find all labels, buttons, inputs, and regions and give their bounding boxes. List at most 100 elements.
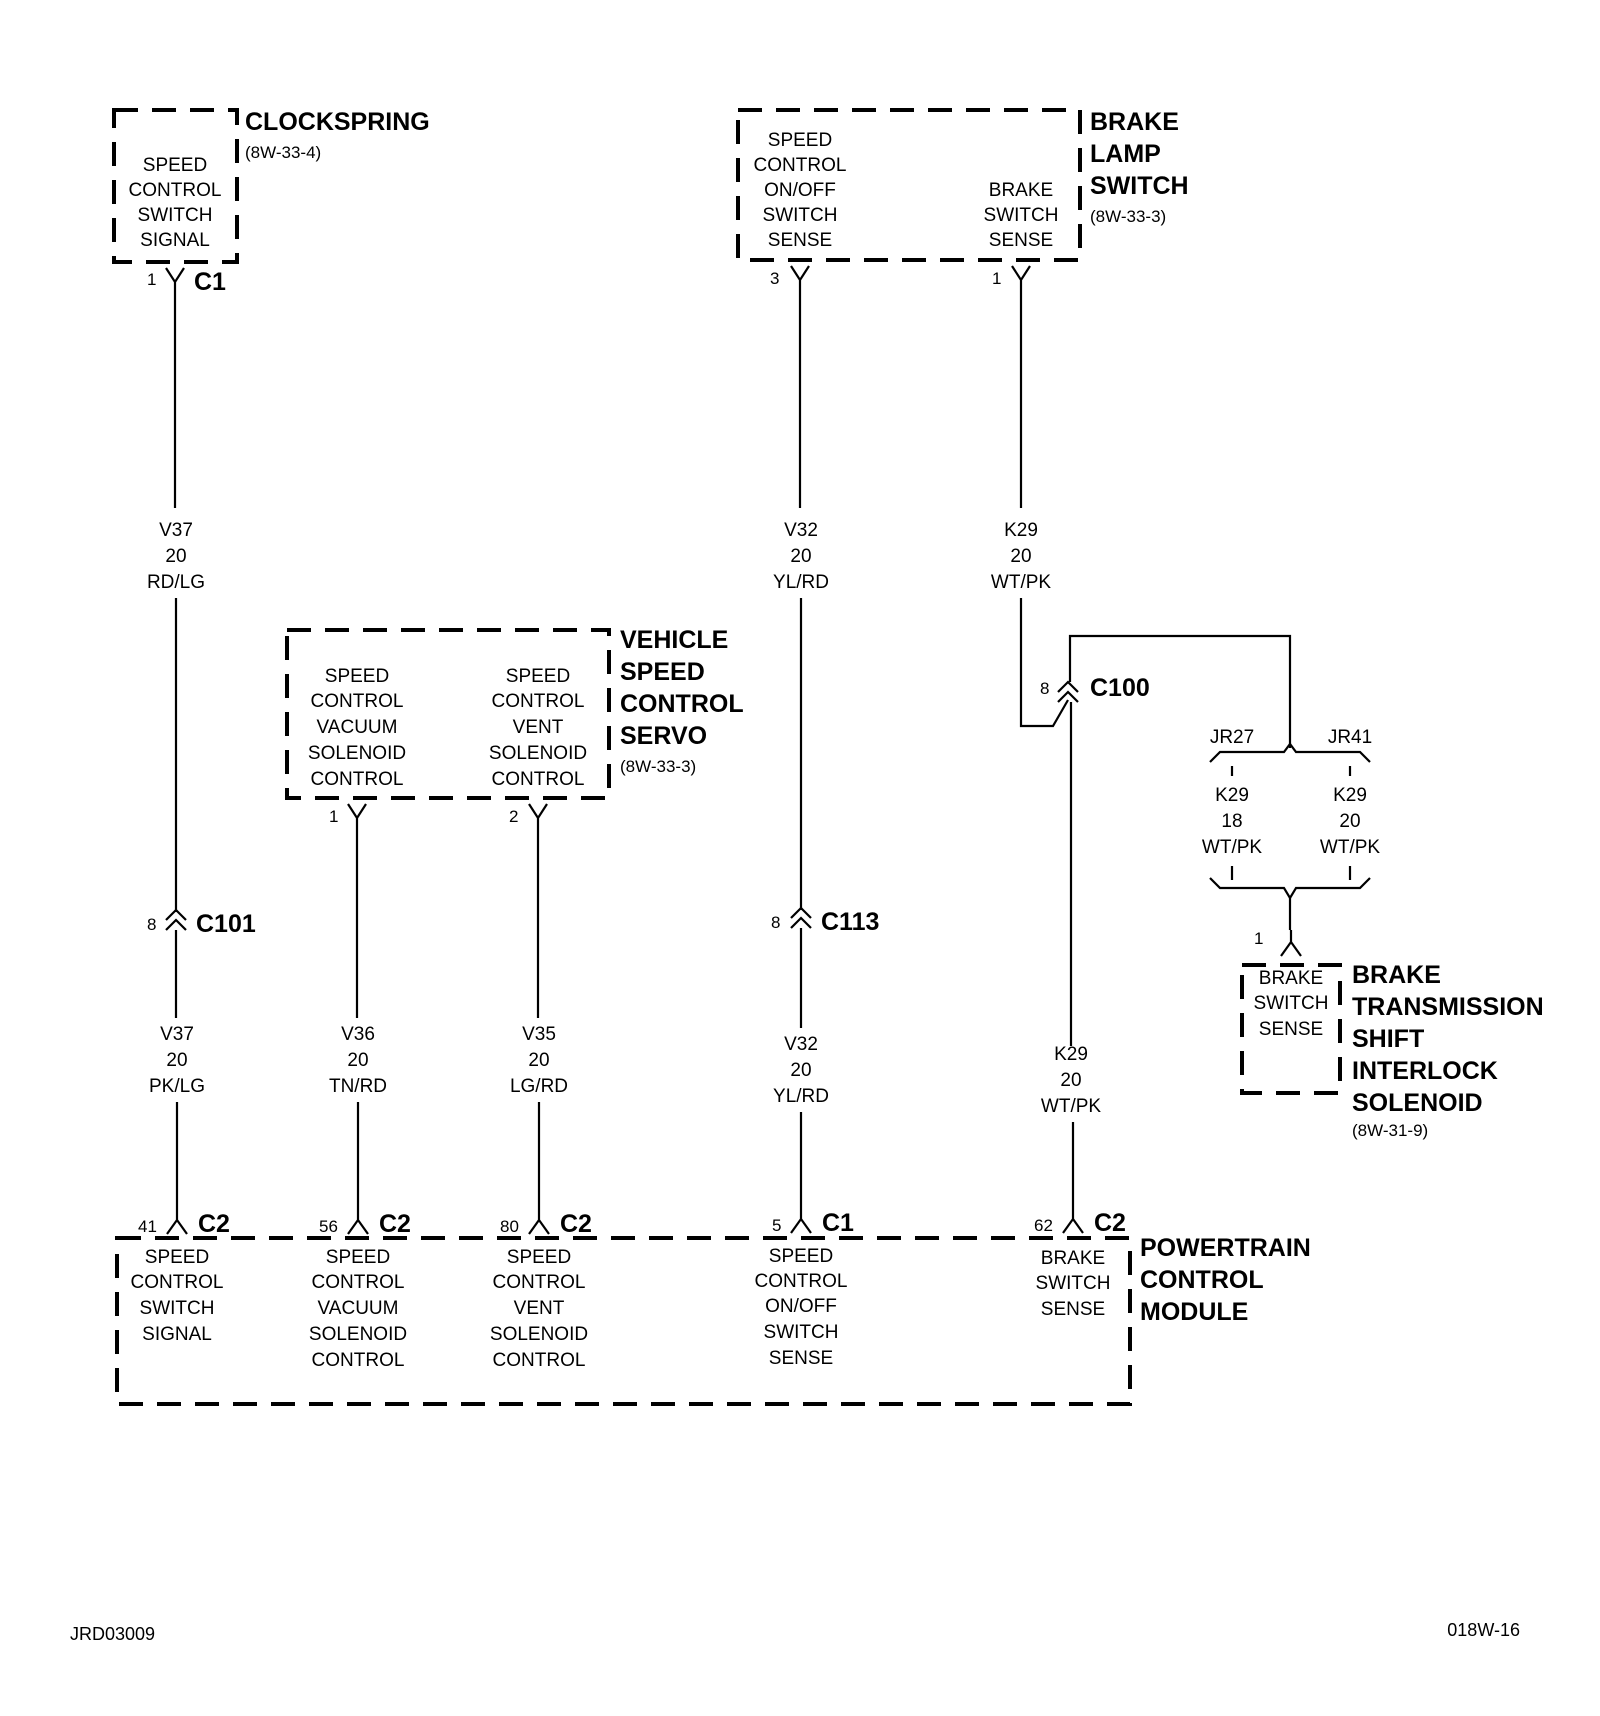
pcm-connector: C2 xyxy=(560,1210,592,1238)
servo-function-line: VENT xyxy=(513,717,564,738)
servo-function-line: CONTROL xyxy=(492,691,585,712)
brake-lamp-switch-ref: (8W-33-3) xyxy=(1090,207,1166,226)
wire-label: WT/PK xyxy=(1041,1096,1101,1117)
wire-label: V35 xyxy=(522,1024,556,1045)
pcm-function-line: SENSE xyxy=(1041,1299,1105,1320)
wire-label: 20 xyxy=(1010,546,1031,567)
bts-solenoid-pin: 1 xyxy=(1254,929,1263,948)
footer-left-code: JRD03009 xyxy=(70,1624,155,1644)
clockspring-function-line: SWITCH xyxy=(138,205,213,226)
pcm-terminal xyxy=(528,1210,550,1235)
pcm-function-line: CONTROL xyxy=(493,1272,586,1293)
wire-label: V37 xyxy=(160,1024,194,1045)
servo-function-line: SOLENOID xyxy=(308,743,406,764)
brake-lamp-switch-pin: 1 xyxy=(992,269,1001,288)
servo-title: VEHICLE xyxy=(620,626,728,654)
pcm-terminal xyxy=(1062,1209,1084,1234)
brake-lamp-switch-pin: 3 xyxy=(770,269,779,288)
wire-label: 20 xyxy=(1339,811,1360,832)
servo-title: SERVO xyxy=(620,722,707,750)
pcm-terminal xyxy=(790,1209,812,1234)
brake-lamp-switch-function-line: ON/OFF xyxy=(764,180,836,201)
pcm-terminal xyxy=(166,1210,188,1235)
clockspring-function-line: SIGNAL xyxy=(140,230,210,251)
c101-connector-symbol xyxy=(165,908,187,931)
pcm-terminal xyxy=(347,1210,369,1235)
brake-lamp-switch-function-line: SENSE xyxy=(989,230,1053,251)
brake-lamp-switch-title: SWITCH xyxy=(1090,172,1189,200)
bts-solenoid-title: SHIFT xyxy=(1352,1025,1424,1053)
wire-label: 18 xyxy=(1221,811,1242,832)
splice-bottom-bracket xyxy=(1209,877,1371,901)
wire-label: 20 xyxy=(790,546,811,567)
brake-lamp-switch-component: BRAKE LAMP SWITCH (8W-33-3) SPEED CONTRO… xyxy=(736,108,1189,288)
clockspring-function-line: SPEED xyxy=(143,155,207,176)
pcm-function-line: SWITCH xyxy=(140,1298,215,1319)
bts-solenoid-title: SOLENOID xyxy=(1352,1089,1483,1117)
bts-solenoid-title: INTERLOCK xyxy=(1352,1057,1498,1085)
clockspring-component: CLOCKSPRING (8W-33-4) SPEED CONTROL SWIT… xyxy=(112,108,430,296)
wire-label: WT/PK xyxy=(991,572,1051,593)
brake-lamp-switch-function-line: SWITCH xyxy=(984,205,1059,226)
c113-connector-symbol xyxy=(790,906,812,929)
brake-lamp-switch-function-line: SENSE xyxy=(768,230,832,251)
splice-jr27-jr41: JR27 JR41 K29 18 WT/PK K29 20 WT/PK xyxy=(1202,727,1380,930)
footer-right-code: 018W-16 xyxy=(1447,1620,1520,1640)
servo-terminal xyxy=(347,803,367,826)
wire-label: 20 xyxy=(347,1050,368,1071)
splice-left-label: JR27 xyxy=(1210,727,1254,748)
bts-solenoid-function-line: SWITCH xyxy=(1254,993,1329,1014)
servo-pin: 1 xyxy=(329,807,338,826)
pcm-function-line: SOLENOID xyxy=(309,1324,407,1345)
v37-circuit: V37 20 RD/LG 8 C101 V37 20 PK/LG xyxy=(147,290,256,1210)
servo-function-line: CONTROL xyxy=(492,769,585,790)
bts-solenoid-terminal xyxy=(1280,930,1302,957)
pcm-component: POWERTRAIN CONTROL MODULE SPEED CONTROL … xyxy=(115,1209,1311,1406)
pcm-function-line: SWITCH xyxy=(1036,1273,1111,1294)
v32-circuit: V32 20 YL/RD 8 C113 V32 20 YL/RD xyxy=(771,288,879,1209)
v35-circuit: V35 20 LG/RD xyxy=(510,826,568,1210)
wire-label: PK/LG xyxy=(149,1076,205,1097)
bts-solenoid-component: BRAKE TRANSMISSION SHIFT INTERLOCK SOLEN… xyxy=(1240,929,1544,1140)
c100-connector-symbol xyxy=(1057,680,1079,703)
bts-solenoid-title: TRANSMISSION xyxy=(1352,993,1544,1021)
brake-lamp-switch-title: BRAKE xyxy=(1090,108,1179,136)
wire-label: WT/PK xyxy=(1320,837,1380,858)
pcm-pin: 62 xyxy=(1034,1216,1053,1235)
wire-label: RD/LG xyxy=(147,572,205,593)
wire-label: V37 xyxy=(159,520,193,541)
bts-solenoid-title: BRAKE xyxy=(1352,961,1441,989)
pcm-title: POWERTRAIN xyxy=(1140,1234,1311,1262)
wire-label: YL/RD xyxy=(773,572,829,593)
clockspring-pin: 1 xyxy=(147,270,156,289)
servo-terminal xyxy=(528,803,548,826)
bts-solenoid-ref: (8W-31-9) xyxy=(1352,1121,1428,1140)
pcm-title: MODULE xyxy=(1140,1298,1248,1326)
pcm-connector: C2 xyxy=(198,1210,230,1238)
wire-label: 20 xyxy=(165,546,186,567)
pcm-function-line: VENT xyxy=(514,1298,565,1319)
v36-circuit: V36 20 TN/RD xyxy=(329,826,387,1210)
servo-title: SPEED xyxy=(620,658,705,686)
pcm-function-line: CONTROL xyxy=(755,1271,848,1292)
clockspring-terminal xyxy=(165,267,185,290)
wire-label: 20 xyxy=(528,1050,549,1071)
servo-function-line: SPEED xyxy=(506,666,570,687)
pcm-function-line: SWITCH xyxy=(764,1322,839,1343)
pcm-function-line: VACUUM xyxy=(318,1298,399,1319)
servo-function-line: SOLENOID xyxy=(489,743,587,764)
pcm-function-line: ON/OFF xyxy=(765,1296,837,1317)
pcm-function-line: BRAKE xyxy=(1041,1248,1105,1269)
pcm-pin: 41 xyxy=(138,1217,157,1236)
servo-function-line: SPEED xyxy=(325,666,389,687)
wire-label: K29 xyxy=(1333,785,1367,806)
brake-lamp-switch-function-line: BRAKE xyxy=(989,180,1053,201)
wire-label: V36 xyxy=(341,1024,375,1045)
brake-lamp-switch-terminal xyxy=(790,265,810,288)
pcm-function-line: SENSE xyxy=(769,1348,833,1369)
clockspring-connector: C1 xyxy=(194,268,226,296)
c101-pin: 8 xyxy=(147,915,156,934)
bts-solenoid-function-line: SENSE xyxy=(1259,1019,1323,1040)
k29-circuit: K29 20 WT/PK 8 C100 K29 20 WT/PK xyxy=(991,288,1292,1209)
